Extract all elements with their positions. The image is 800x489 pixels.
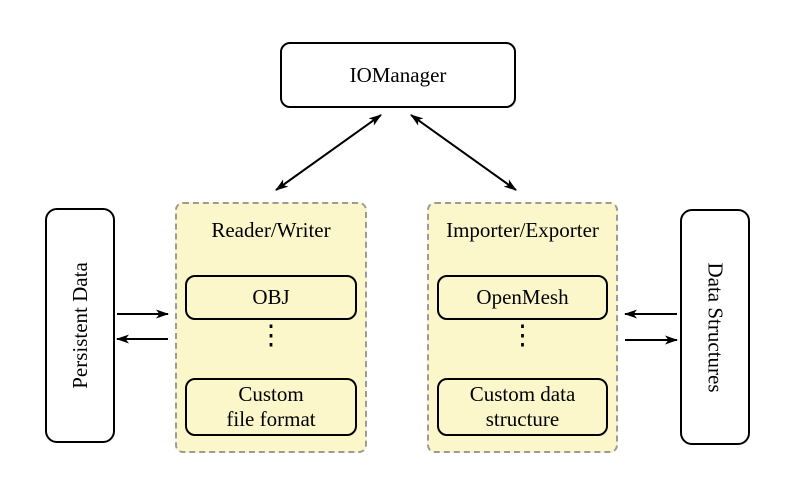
arrow-iomanager-importerexporter: [410, 114, 517, 191]
node-custom-file-format-line1: Custom: [238, 382, 304, 407]
node-openmesh: OpenMesh: [437, 275, 608, 320]
node-custom-data-structure-line1: Custom data: [469, 382, 576, 407]
node-data-structures: Data Structures: [680, 209, 750, 445]
arrow-iomanager-readerwriter: [275, 114, 382, 191]
ellipsis-vertical-right: ⋮: [509, 320, 536, 350]
ellipsis-vertical-left: ⋮: [257, 320, 285, 350]
node-persistent-data-label: Persistent Data: [67, 262, 92, 389]
node-openmesh-label: OpenMesh: [476, 285, 569, 310]
node-iomanager: IOManager: [280, 42, 516, 108]
node-data-structures-label: Data Structures: [703, 261, 728, 393]
node-obj-label: OBJ: [252, 285, 290, 310]
node-persistent-data: Persistent Data: [45, 208, 115, 443]
node-custom-file-format: Custom file format: [185, 378, 357, 436]
group-importer-exporter-title: Importer/Exporter: [446, 218, 599, 242]
node-obj: OBJ: [185, 275, 357, 320]
group-reader-writer: Reader/Writer OBJ ⋮ Custom file format: [175, 202, 367, 453]
node-custom-file-format-line2: file format: [226, 407, 316, 431]
group-reader-writer-title: Reader/Writer: [211, 218, 331, 242]
node-custom-data-structure: Custom data structure: [437, 378, 608, 436]
node-iomanager-label: IOManager: [349, 62, 447, 87]
node-custom-data-structure-line2: structure: [485, 407, 560, 431]
group-importer-exporter: Importer/Exporter OpenMesh ⋮ Custom data…: [427, 202, 618, 453]
